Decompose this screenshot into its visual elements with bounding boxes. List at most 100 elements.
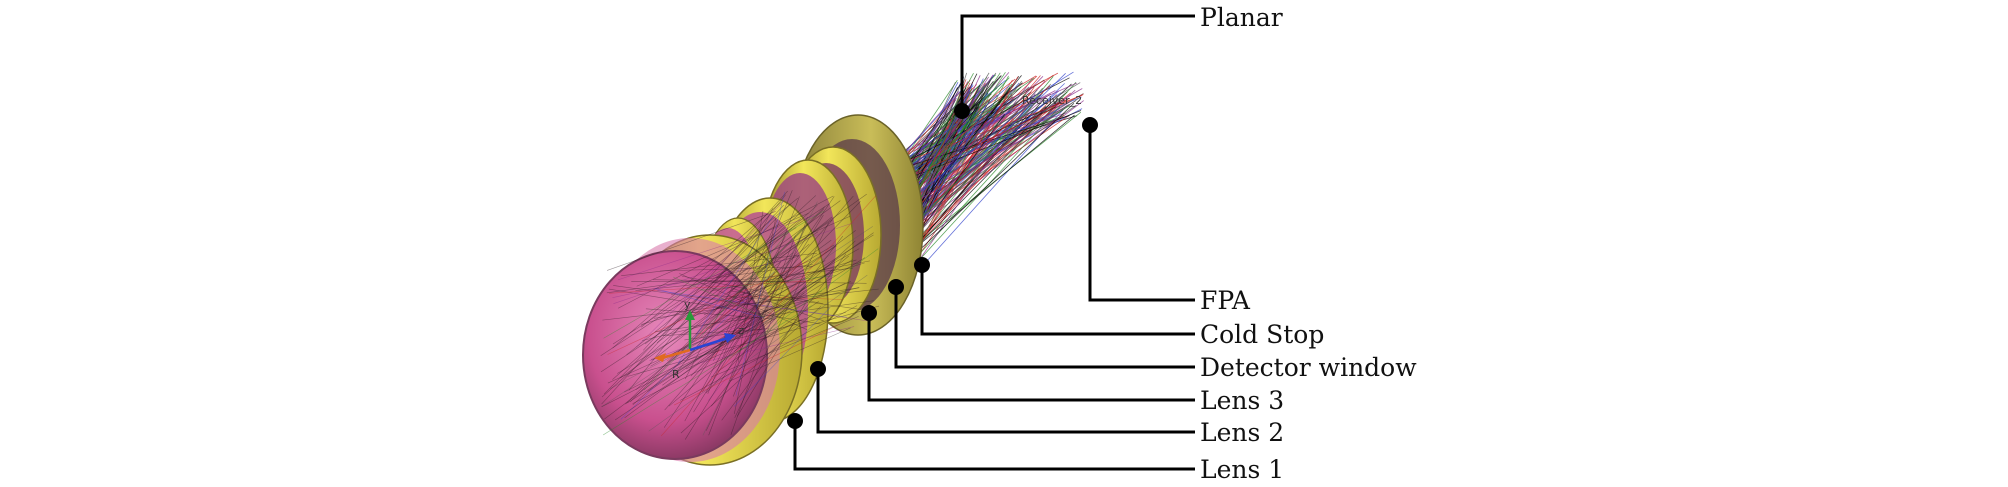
ray-line: [907, 96, 1047, 210]
ray-line: [684, 236, 786, 422]
label-fpa: FPA: [1200, 286, 1251, 315]
ray-line: [648, 274, 868, 432]
axis-z-label: z: [738, 324, 744, 337]
dot-lens-1: [787, 413, 803, 429]
ray-line: [640, 197, 798, 328]
ray-line: [657, 290, 848, 318]
ray-line: [612, 203, 830, 345]
ray-line: [635, 243, 810, 391]
leader-dots: [787, 103, 1098, 429]
ray-line: [617, 215, 815, 281]
ray-line: [660, 195, 876, 437]
ray-line: [732, 235, 796, 397]
ray-line: [679, 273, 808, 331]
ray-line: [701, 275, 836, 291]
leader-lines: [793, 14, 1195, 471]
leader-lens-2: [816, 369, 1195, 434]
ray-line: [620, 271, 775, 420]
dot-fpa: [1082, 117, 1098, 133]
ray-line: [600, 219, 833, 373]
ray-line: [695, 237, 777, 335]
ray-line: [668, 255, 849, 407]
ray-line: [733, 240, 856, 352]
ray-line: [703, 273, 783, 316]
ray-line: [902, 114, 1075, 260]
ray-line: [697, 326, 855, 364]
ray-line: [642, 287, 860, 341]
ray-line: [644, 200, 841, 345]
ray-line: [685, 317, 806, 370]
ray-line: [603, 210, 825, 339]
ray-line: [673, 324, 840, 406]
ray-line: [711, 235, 844, 407]
ray-line: [727, 231, 819, 294]
ray-line: [621, 252, 817, 277]
ray-line: [627, 280, 822, 404]
ray-line: [663, 276, 767, 428]
ray-line: [702, 201, 818, 436]
ray-line: [603, 203, 791, 395]
ray-line: [659, 266, 813, 272]
ray-line: [737, 211, 764, 363]
ray-line: [653, 287, 860, 319]
ray-line: [738, 290, 822, 322]
ray-line: [717, 260, 826, 310]
ray-line: [614, 292, 805, 421]
ray-line: [653, 279, 867, 284]
ray-line: [606, 211, 776, 271]
leader-lens-1: [793, 421, 1195, 471]
ray-line: [602, 288, 879, 321]
ray-line: [601, 204, 784, 405]
ray-line: [635, 200, 785, 348]
leader-planar: [960, 14, 1195, 111]
ray-line: [666, 273, 776, 362]
ray-line: [684, 208, 774, 380]
ray-line: [617, 244, 835, 374]
ray-line: [909, 102, 1075, 260]
ray-line: [730, 216, 808, 436]
ray-line: [675, 259, 767, 375]
ray-line: [707, 288, 799, 402]
ray-line: [709, 297, 872, 322]
ray-line: [609, 274, 830, 390]
ray-line: [717, 301, 819, 372]
ray-bundle-inner: [600, 190, 880, 440]
ray-line: [735, 191, 785, 396]
ray-line: [624, 316, 775, 393]
ray-line: [897, 85, 1051, 225]
ray-line: [737, 303, 806, 417]
ray-line: [708, 196, 800, 436]
ray-line: [687, 262, 865, 319]
ray-line: [627, 305, 880, 377]
ray-line: [600, 227, 797, 356]
ray-line: [655, 300, 874, 333]
ray-line: [652, 216, 833, 361]
ray-line: [701, 196, 835, 392]
ray-line: [624, 282, 805, 419]
label-detector-window: Detector window: [1200, 353, 1417, 382]
ray-line: [705, 285, 807, 394]
dot-lens-2: [810, 361, 826, 377]
ray-line: [609, 280, 813, 294]
ray-line: [662, 232, 874, 386]
ray-line: [707, 190, 793, 394]
ray-line: [632, 274, 780, 406]
ray-line: [907, 106, 1032, 232]
label-lens-3: Lens 3: [1200, 386, 1284, 415]
ray-line: [709, 260, 870, 292]
ray-line: [650, 248, 860, 367]
ray-line: [655, 288, 764, 319]
ray-line: [684, 214, 824, 440]
ray-line: [680, 305, 858, 401]
callout-labels: Planar FPA Cold Stop Detector window Len…: [1200, 3, 1417, 484]
label-lens-1: Lens 1: [1200, 455, 1284, 484]
leader-cold-stop: [920, 265, 1195, 336]
ray-line: [690, 201, 861, 377]
ray-line: [708, 294, 783, 301]
ray-line: [681, 275, 824, 304]
ray-line: [705, 223, 808, 431]
ray-line: [668, 301, 802, 376]
ray-line: [607, 304, 780, 384]
ray-line: [612, 201, 782, 349]
label-lens-2: Lens 2: [1200, 418, 1284, 447]
